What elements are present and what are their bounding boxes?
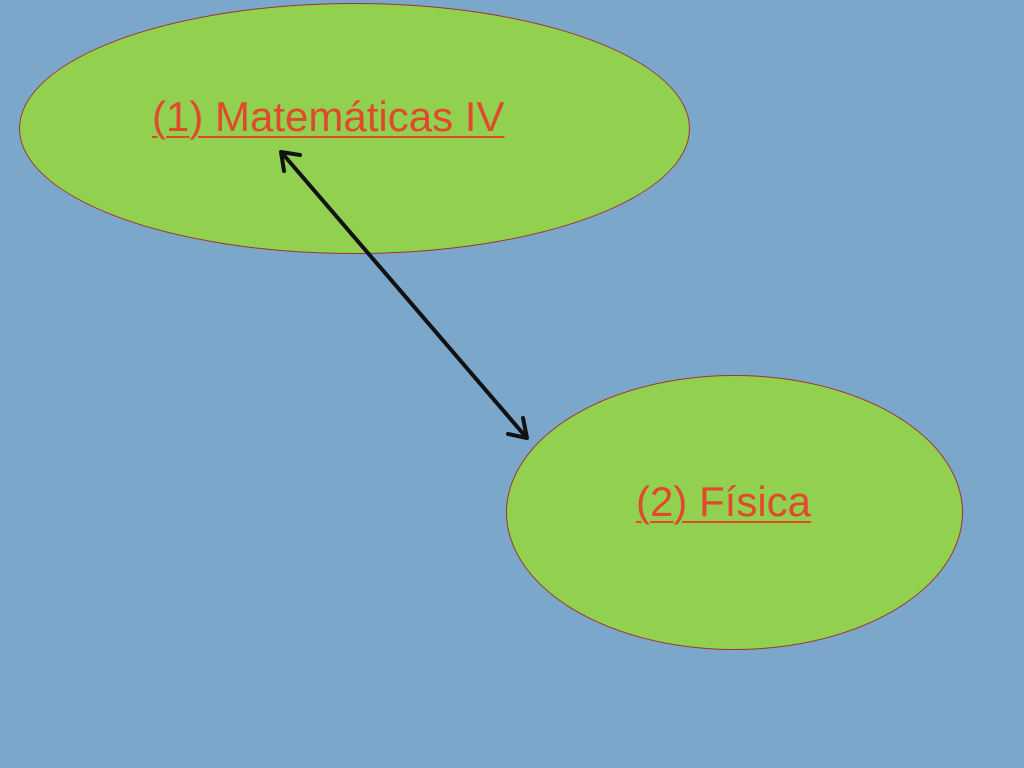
node-matematicas-link[interactable]: (1) Matemáticas IV <box>152 93 505 140</box>
node-fisica-ellipse <box>506 375 963 650</box>
node-fisica-link[interactable]: (2) Física <box>636 478 812 525</box>
arrowhead-end-icon <box>506 416 529 440</box>
